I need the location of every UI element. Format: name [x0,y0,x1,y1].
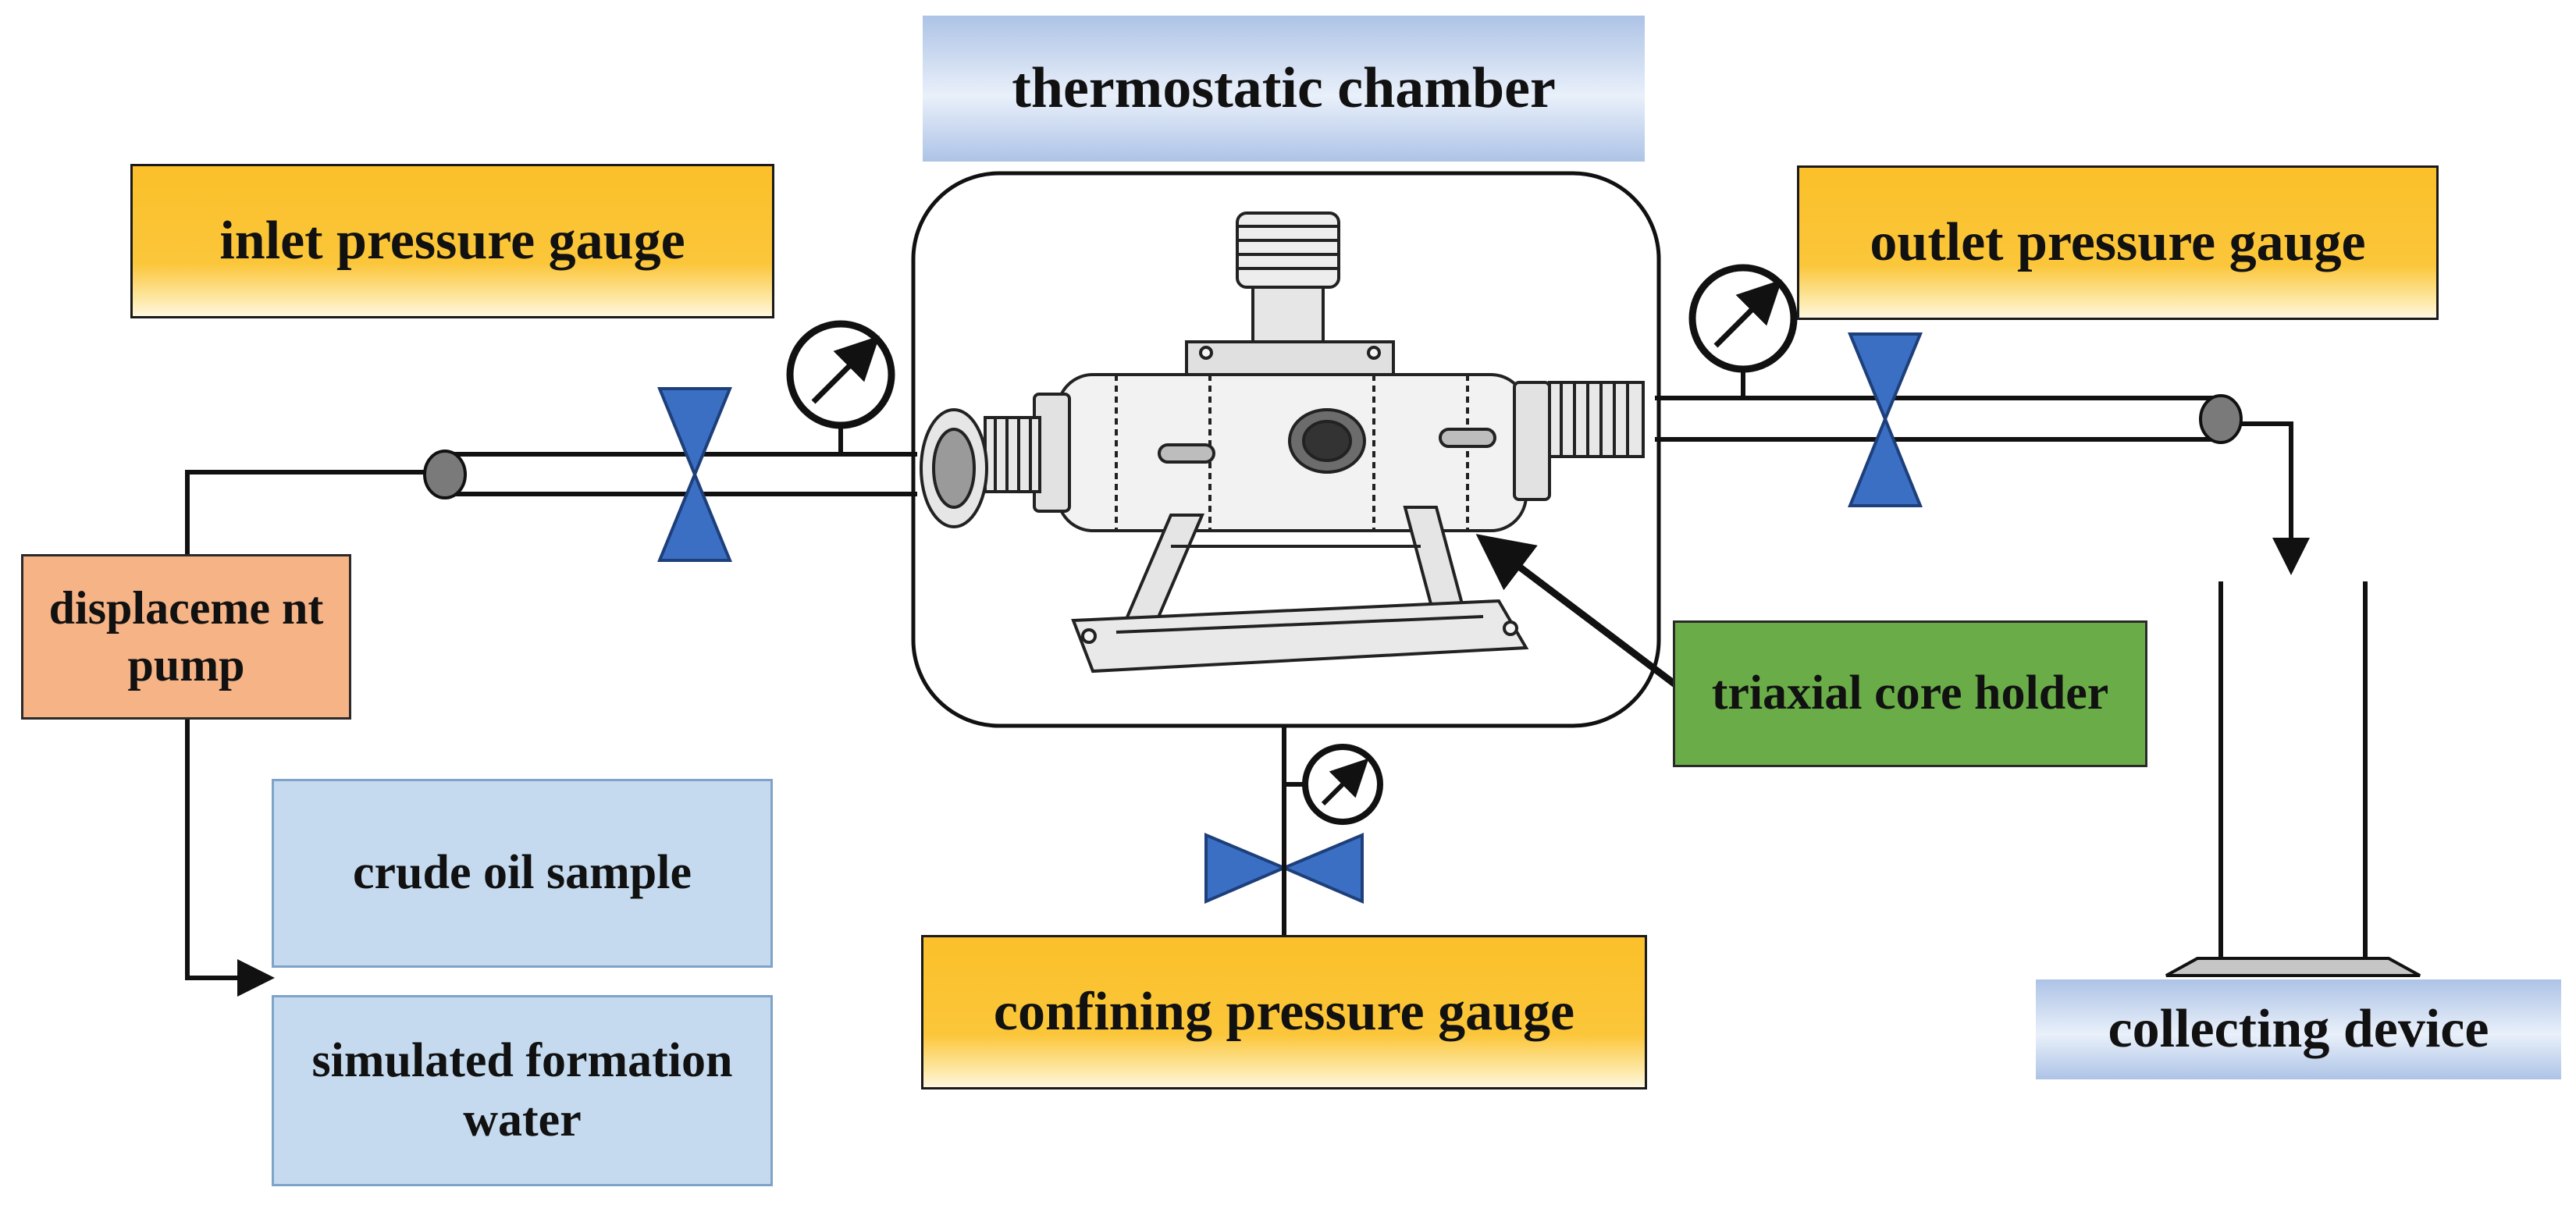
displacement-pump-label: displaceme nt pump [21,554,351,720]
outlet-pressure-gauge-icon [1688,264,1798,398]
triaxial-core-holder-label: triaxial core holder [1673,620,2147,767]
simulated-formation-water-label: simulated formation water [272,995,773,1186]
outlet-valve-icon [1848,332,1923,507]
inlet-pipe [423,450,917,499]
inlet-valve-icon [657,387,732,562]
confining-pressure-gauge-label: confining pressure gauge [921,935,1647,1089]
outlet-pressure-gauge-label: outlet pressure gauge [1797,165,2439,320]
inlet-pressure-gauge-icon [786,320,895,454]
outlet-drop-line [2242,421,2310,575]
inlet-pressure-gauge-label: inlet pressure gauge [130,164,774,318]
core-holder-illustration [920,211,1645,674]
collecting-device-label: collecting device [2036,979,2561,1079]
outlet-pipe [1655,394,2243,444]
pump-line [185,470,425,997]
crude-oil-sample-label: crude oil sample [272,779,773,968]
confining-valve-icon [1204,832,1364,905]
confining-pressure-gauge-icon [1284,744,1383,825]
core-holder-pointer-arrow [1475,534,1681,690]
outlet-pipe-end-icon [2199,394,2243,444]
thermostatic-chamber-label: thermostatic chamber [923,16,1645,162]
collecting-beaker-icon [2165,581,2421,977]
